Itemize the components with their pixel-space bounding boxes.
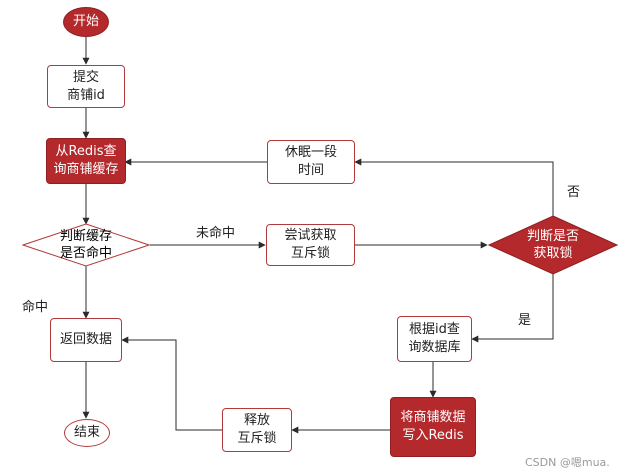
release-lock-node: 释放 互斥锁 (222, 408, 292, 452)
lock-acquired-decision-label: 判断是否 获取锁 (526, 229, 579, 261)
watermark: CSDN @嗯mua. (525, 456, 610, 469)
edge-label-yes: 是 (518, 313, 532, 328)
sleep-node: 休眠一段 时间 (267, 140, 355, 184)
cache-hit-decision-label: 判断缓存 是否命中 (59, 229, 112, 261)
edge-judge-sleep (354, 158, 554, 216)
edge-release-return (121, 336, 222, 431)
edge-label-miss: 未命中 (196, 226, 236, 241)
cache-hit-decision: 判断缓存 是否命中 (22, 223, 150, 267)
edge-judge-querydb (471, 274, 554, 343)
edge-label-no: 否 (567, 185, 581, 200)
start-node: 开始 (63, 7, 109, 37)
try-lock-node: 尝试获取 互斥锁 (266, 224, 355, 266)
return-data-node: 返回数据 (50, 318, 122, 362)
write-redis-node: 将商铺数据 写入Redis (390, 397, 476, 457)
query-db-node: 根据id查 询数据库 (397, 316, 472, 362)
end-node: 结束 (64, 419, 110, 447)
query-redis-cache-node: 从Redis查 询商铺缓存 (46, 138, 126, 184)
submit-shop-id-node: 提交 商铺id (47, 65, 125, 108)
lock-acquired-decision: 判断是否 获取锁 (488, 215, 618, 275)
edge-label-hit: 命中 (22, 300, 49, 315)
